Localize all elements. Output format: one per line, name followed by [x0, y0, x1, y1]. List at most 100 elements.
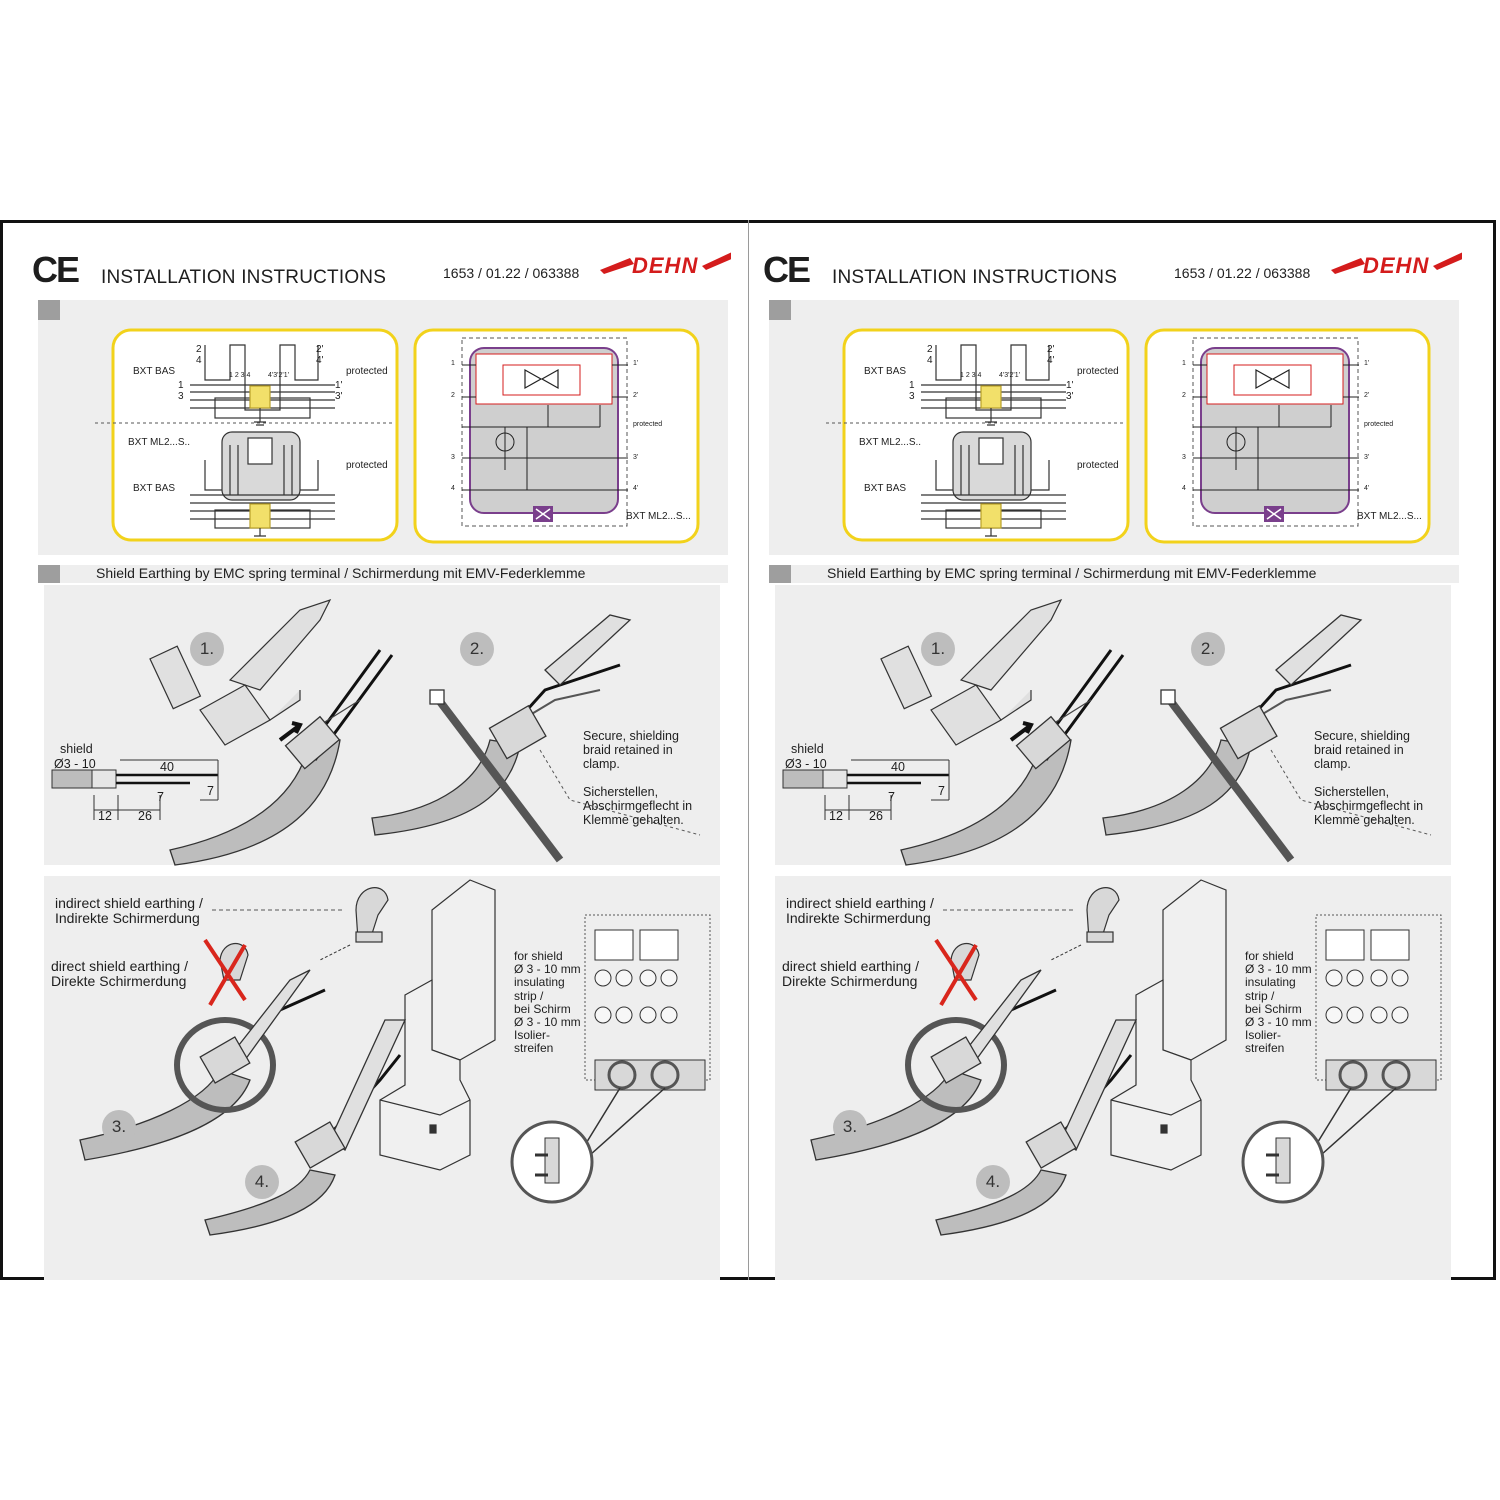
- pin-label: 3: [1182, 454, 1186, 461]
- dim-40: 40: [160, 760, 174, 774]
- module-label: BXT ML2...S..: [128, 437, 191, 448]
- pin-label: 4': [1364, 485, 1370, 492]
- lower-device-label: BXT BAS: [864, 483, 907, 494]
- pin-label: 4: [451, 485, 455, 492]
- terminal-label: 2: [927, 344, 933, 355]
- lower-protected-label: protected: [1077, 460, 1119, 471]
- pin-label: 1': [1364, 360, 1370, 367]
- dim-12: 12: [98, 809, 112, 823]
- pin-label: 3': [633, 454, 639, 461]
- ce-mark: CE: [32, 249, 80, 290]
- instruction-page-1: CE INSTALLATION INSTRUCTIONS 1653 / 01.2…: [0, 220, 731, 1280]
- terminal-label: 4': [1047, 355, 1055, 366]
- lower-bxt-bas-drawing: [921, 431, 1066, 537]
- step-number: 4.: [245, 1165, 279, 1199]
- step-number: 3.: [833, 1110, 867, 1144]
- direct-clamp-part-crossed: [934, 938, 980, 1007]
- insert-arrow: [1009, 721, 1034, 742]
- module-label: BXT ML2...S...: [1357, 511, 1422, 522]
- pin-label: 2: [1182, 392, 1186, 399]
- step-number: 3.: [102, 1110, 136, 1144]
- dim-12: 12: [829, 809, 843, 823]
- zoom-detail-part: [1266, 1137, 1291, 1184]
- dim-7: 7: [207, 784, 214, 798]
- dim-shield: shield: [60, 742, 93, 756]
- pin-label: 1: [1182, 360, 1186, 367]
- upper-device-label: BXT BAS: [864, 366, 907, 377]
- pin-labels-right: 4'3'2'1': [999, 372, 1020, 379]
- clamp-illustration-1: [880, 598, 1063, 746]
- document-title: INSTALLATION INSTRUCTIONS: [832, 267, 1118, 288]
- module-circuit: [462, 364, 628, 491]
- assembly-arrow: [319, 944, 351, 961]
- pin-label: 3: [451, 454, 455, 461]
- page-artwork: [38, 252, 731, 1280]
- upper-protected-label: protected: [346, 366, 388, 377]
- terminal-label: 2: [196, 344, 202, 355]
- terminal-label: 4: [196, 355, 202, 366]
- section-title: Shield Earthing by EMC spring terminal /…: [827, 565, 1317, 581]
- pin-label: 4': [633, 485, 639, 492]
- pin-labels-right: 4'3'2'1': [268, 372, 289, 379]
- device-illustration-4: [1110, 879, 1227, 1171]
- zoom-detail-part: [535, 1137, 560, 1184]
- lower-bxt-bas-drawing: [190, 431, 335, 537]
- section-marker: [38, 300, 60, 320]
- module-label: BXT ML2...S...: [626, 511, 691, 522]
- step-number: 2.: [460, 632, 494, 666]
- terminal-rail-drawing: [1315, 914, 1442, 1091]
- dim-7: 7: [888, 790, 895, 804]
- dehn-logo: DEHN: [632, 253, 699, 278]
- protected-label: protected: [1364, 421, 1394, 428]
- upper-bxt-bas-drawing: [921, 344, 1066, 426]
- dim-diameter: Ø3 - 10: [54, 757, 96, 771]
- direct-earthing-label: direct shield earthing / Direkte Schirme…: [51, 958, 188, 990]
- insert-arrow: [278, 721, 303, 742]
- pin-labels-left: 1 2 3 4: [960, 372, 982, 379]
- device-illustration-4: [379, 879, 496, 1171]
- cable-illustration-4: [204, 1019, 407, 1236]
- pin-label: 2: [451, 392, 455, 399]
- pin-label: 2': [1364, 392, 1370, 399]
- diode-symbol: [1255, 368, 1290, 390]
- dim-diameter: Ø3 - 10: [785, 757, 827, 771]
- terminal-rail-drawing: [584, 914, 711, 1091]
- upper-bxt-bas-drawing: [190, 344, 335, 426]
- page-artwork: [769, 252, 1462, 1280]
- diode-symbol: [524, 368, 559, 390]
- dim-26: 26: [138, 809, 152, 823]
- insulating-strip-note: for shield Ø 3 - 10 mm insulating strip …: [1245, 949, 1312, 1056]
- terminal-label: 3': [335, 391, 343, 402]
- terminal-label: 1': [1066, 380, 1074, 391]
- step-number: 1.: [190, 632, 224, 666]
- document-number: 1653 / 01.22 / 063388: [443, 265, 580, 281]
- assembly-arrow: [1050, 944, 1082, 961]
- cable-illustration-2: [371, 614, 632, 863]
- cable-illustration-4: [935, 1019, 1138, 1236]
- dehn-logo-mark: [1331, 252, 1462, 274]
- step-number: 1.: [921, 632, 955, 666]
- dim-7: 7: [938, 784, 945, 798]
- section-bar: [38, 565, 728, 583]
- ce-mark: CE: [763, 249, 811, 290]
- secure-note-de: Sicherstellen, Abschirmgeflecht in Klemm…: [583, 785, 693, 827]
- pin-label: 1': [633, 360, 639, 367]
- dehn-logo-mark: [600, 252, 731, 274]
- terminal-label: 1: [178, 380, 184, 391]
- document-number: 1653 / 01.22 / 063388: [1174, 265, 1311, 281]
- secure-note-de: Sicherstellen, Abschirmgeflecht in Klemm…: [1314, 785, 1424, 827]
- module-label: BXT ML2...S..: [859, 437, 922, 448]
- section-title: Shield Earthing by EMC spring terminal /…: [96, 565, 586, 581]
- terminal-label: 3: [178, 391, 184, 402]
- page-divider: [748, 220, 749, 1280]
- terminal-label: 3': [1066, 391, 1074, 402]
- pin-labels-left: 1 2 3 4: [229, 372, 251, 379]
- zoom-lines: [584, 1087, 666, 1156]
- pin-label: 1: [451, 360, 455, 367]
- dim-7: 7: [157, 790, 164, 804]
- step-number: 4.: [976, 1165, 1010, 1199]
- dim-26: 26: [869, 809, 883, 823]
- module-circuit: [1193, 364, 1359, 491]
- document-title: INSTALLATION INSTRUCTIONS: [101, 267, 387, 288]
- instruction-page-2: CE INSTALLATION INSTRUCTIONS 1653 / 01.2…: [731, 220, 1462, 1280]
